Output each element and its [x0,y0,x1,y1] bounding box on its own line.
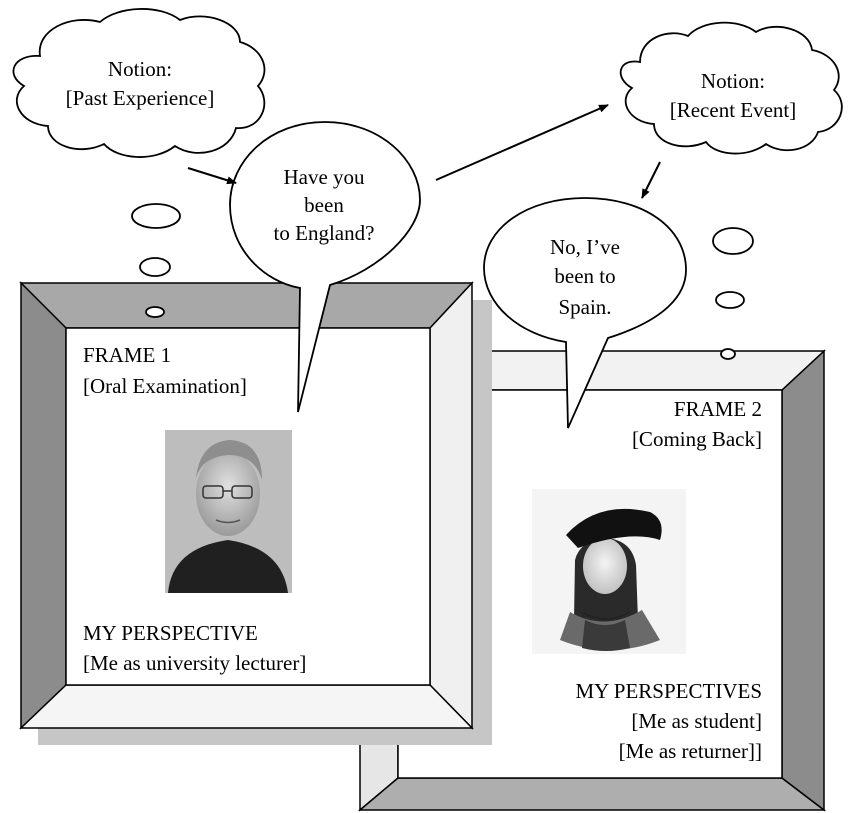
question-line-3: to England? [274,221,375,245]
question-bubble-shape [229,121,421,413]
right-thought-bubbles [712,227,754,360]
arrow-cloud-to-question [187,167,237,185]
answer-speech-bubble: No, I’ve been to Spain. [483,197,687,429]
thought-cloud-past-experience: Notion: [Past Experience] [12,8,266,158]
arrow-question-to-cloud [435,104,609,181]
frame-1-shadow-bottom [38,728,492,745]
left-cloud-line-1: Notion: [108,57,172,81]
answer-line-2: been to [554,264,615,288]
thought-bubble-small [145,306,165,318]
right-cloud-line-1: Notion: [701,69,765,93]
left-thought-bubbles [131,203,181,318]
frame-2-subtitle: [Coming Back] [632,427,762,451]
frame-1-bevel-left [20,281,67,730]
answer-bubble-shape [483,197,687,429]
right-cloud-line-2: [Recent Event] [670,98,797,122]
question-line-1: Have you [283,165,365,189]
frame-1-bevel-bottom [19,684,474,729]
frame-2-perspective-line-2: [Me as returner]] [619,739,762,763]
arrow-cloud-to-answer [641,161,661,199]
thought-bubble-large [131,203,181,229]
frame-2-title: FRAME 2 [674,397,762,421]
thought-bubble-medium [139,257,171,277]
answer-line-3: Spain. [558,295,611,319]
frame-1-bevel-top [19,282,474,329]
frame-1: FRAME 1 [Oral Examination] MY PERSPECTIV… [19,281,492,745]
answer-line-1: No, I’ve [550,235,620,259]
frame-1-bevel-right [429,281,473,730]
question-speech-bubble: Have you been to England? [229,121,421,413]
thought-cloud-recent-event: Notion: [Recent Event] [619,21,843,155]
thought-bubble-large [712,227,754,255]
frame-1-subtitle: [Oral Examination] [83,374,247,398]
thought-bubble-small [720,348,736,360]
left-cloud-shape [12,8,266,158]
frame-2-bevel-right [781,349,825,812]
thought-bubble-medium [715,291,745,309]
frame-2-perspective-line-1: [Me as student] [631,709,762,733]
frame-1-perspective-line-1: [Me as university lecturer] [83,651,306,675]
frame-2-bevel-bottom [357,777,827,811]
woman-portrait [532,489,686,654]
left-cloud-line-2: [Past Experience] [66,86,215,110]
frame-1-perspective-title: MY PERSPECTIVE [83,621,258,645]
right-cloud-shape [619,21,843,155]
frame-1-shadow-right [472,300,492,745]
frame-2-perspective-title: MY PERSPECTIVES [575,679,762,703]
frame-1-title: FRAME 1 [83,343,171,367]
man-portrait [165,430,292,593]
question-line-2: been [304,193,344,217]
